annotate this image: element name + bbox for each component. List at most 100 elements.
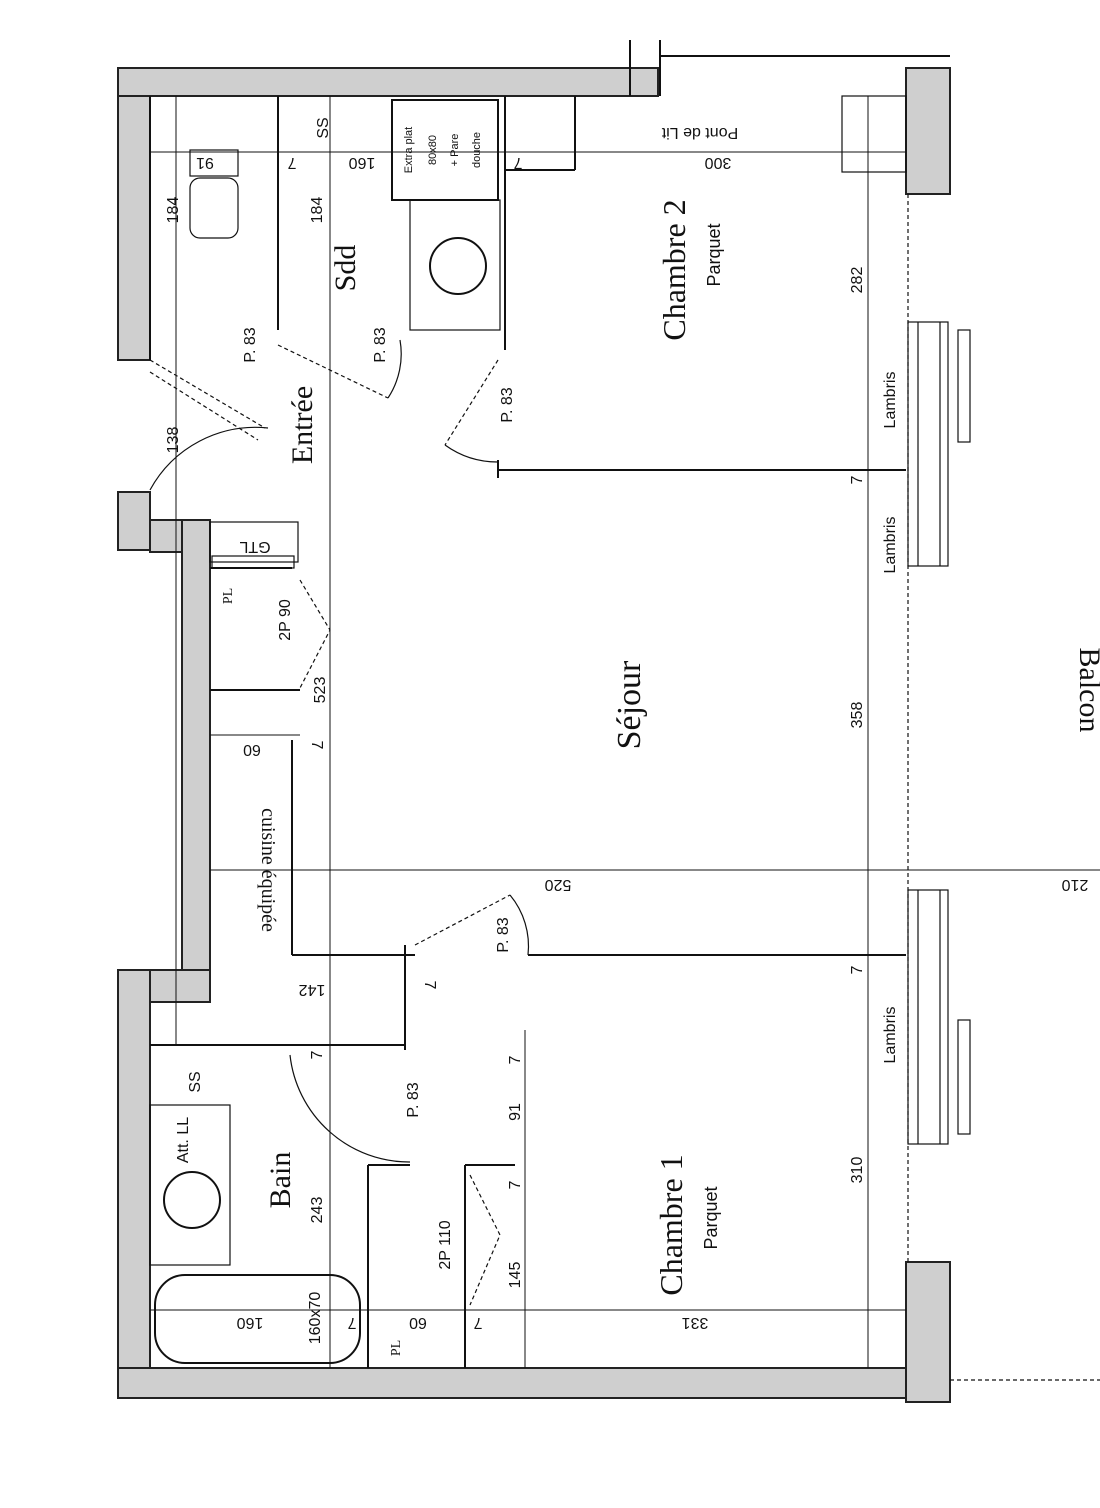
dim-7-e: 7 bbox=[421, 981, 438, 990]
dim-145: 145 bbox=[507, 1262, 524, 1289]
label-lambris-3: Lambris bbox=[882, 1007, 899, 1064]
door-label-placard: 2P 110 bbox=[437, 1220, 454, 1269]
window-chambre1 bbox=[907, 889, 949, 1145]
label-tub: 160x70 bbox=[307, 1292, 324, 1345]
chambre2-door-swing bbox=[444, 444, 499, 463]
door-label-closet: 2P 90 bbox=[277, 599, 294, 641]
chambre2-floor: Parquet bbox=[704, 223, 724, 286]
dim-184-wc: 184 bbox=[165, 197, 182, 224]
label-shower-3: + Pare bbox=[449, 134, 461, 167]
wall-bottom bbox=[117, 1367, 929, 1399]
chambre2-door-leaf bbox=[444, 359, 499, 446]
dim-282: 282 bbox=[849, 267, 866, 294]
label-shower-2: 80x80 bbox=[427, 135, 439, 165]
dim-7-j: 7 bbox=[347, 1314, 356, 1331]
wall-kitchen bbox=[181, 519, 211, 981]
sdd-vanity bbox=[409, 199, 501, 331]
dim-7-i: 7 bbox=[507, 1180, 524, 1189]
label-pont-de-lit: Pont de Lit bbox=[661, 124, 738, 141]
sdd-door-swing bbox=[387, 339, 402, 399]
dim-7-h: 7 bbox=[507, 1055, 524, 1064]
door-label-wc: P. 83 bbox=[242, 327, 259, 362]
label-pl-bottom: PL bbox=[389, 1340, 404, 1356]
sdd-door-leaf bbox=[277, 344, 389, 399]
dim-7-b: 7 bbox=[513, 154, 522, 171]
dim-184-sdd: 184 bbox=[309, 197, 326, 224]
dim-243: 243 bbox=[309, 1197, 326, 1224]
wall-left-lower bbox=[117, 969, 151, 1399]
dim-7-c: 7 bbox=[849, 475, 866, 484]
dim-7-k: 7 bbox=[473, 1314, 482, 1331]
label-pl-top: PL bbox=[221, 588, 236, 604]
chambre1-door-swing bbox=[509, 894, 530, 956]
dim-523: 523 bbox=[312, 677, 329, 704]
bain-vanity bbox=[149, 1104, 231, 1266]
chambre1-floor: Parquet bbox=[701, 1186, 721, 1249]
room-sejour: Séjour bbox=[611, 660, 648, 749]
annotation-labels: Lambris Lambris Lambris Pont de Lit GTL … bbox=[175, 117, 899, 1356]
wall-left-pillar bbox=[117, 491, 151, 551]
room-cuisine: cuisine équipée bbox=[257, 808, 279, 932]
dim-210: 210 bbox=[1062, 876, 1089, 893]
label-shower-4: douche bbox=[471, 132, 483, 168]
partitions bbox=[149, 96, 906, 1368]
label-att-ll: Att. LL bbox=[175, 1117, 192, 1163]
dim-310: 310 bbox=[849, 1157, 866, 1184]
window-chambre2 bbox=[907, 321, 949, 567]
dim-7-a: 7 bbox=[287, 154, 296, 171]
door-label-sdd: P. 83 bbox=[372, 327, 389, 362]
outer-walls bbox=[117, 40, 951, 1403]
sink-icon bbox=[429, 237, 487, 295]
room-sdd: Sdd bbox=[329, 245, 362, 292]
dimension-labels: 184 91 184 160 7 7 300 282 138 7 523 60 … bbox=[165, 154, 1088, 1331]
dim-91-wc: 91 bbox=[196, 154, 214, 171]
dim-91-c1: 91 bbox=[507, 1103, 524, 1121]
room-entree: Entrée bbox=[286, 386, 319, 464]
window-sill-1 bbox=[957, 329, 971, 443]
room-balcon: Balcon bbox=[1073, 648, 1100, 733]
facade-windows bbox=[907, 194, 1100, 1381]
gtl-hatch bbox=[211, 555, 295, 569]
label-ss-top: SS bbox=[315, 117, 332, 138]
wall-top bbox=[117, 67, 659, 97]
dimension-lines bbox=[150, 96, 1100, 1368]
room-bain: Bain bbox=[264, 1152, 297, 1209]
washbasin-icon bbox=[163, 1171, 221, 1229]
bathtub-icon bbox=[154, 1274, 361, 1364]
toilet-tank bbox=[189, 149, 239, 177]
door-label-chambre2: P. 83 bbox=[499, 387, 516, 422]
wall-right-bottom bbox=[905, 1261, 951, 1403]
fixtures bbox=[149, 95, 907, 1364]
chambre1-door-leaf bbox=[414, 894, 511, 946]
placard-door-2p110 bbox=[469, 1174, 501, 1306]
dim-60-kitchen: 60 bbox=[243, 741, 261, 758]
label-gtl: GTL bbox=[239, 538, 270, 555]
dim-142: 142 bbox=[299, 981, 326, 998]
entry-door-swing bbox=[149, 426, 269, 491]
dim-7-d: 7 bbox=[308, 741, 325, 750]
room-chambre1: Chambre 1 bbox=[653, 1154, 689, 1295]
door-label-chambre1: P. 83 bbox=[495, 917, 512, 952]
label-ss-bottom: SS bbox=[187, 1071, 204, 1092]
window-sill-2 bbox=[957, 1019, 971, 1135]
toilet-icon bbox=[189, 177, 239, 239]
dim-331: 331 bbox=[682, 1314, 709, 1331]
label-lambris-2: Lambris bbox=[882, 517, 899, 574]
dim-7-g: 7 bbox=[309, 1050, 326, 1059]
label-shower-1: Extra plat bbox=[403, 127, 415, 173]
dim-300: 300 bbox=[705, 154, 732, 171]
dim-138: 138 bbox=[165, 427, 182, 454]
closet-door-2p90 bbox=[299, 579, 331, 689]
dim-160-sdd: 160 bbox=[349, 154, 376, 171]
label-lambris-1: Lambris bbox=[882, 372, 899, 429]
gtl-box bbox=[209, 521, 299, 563]
dim-60-placard: 60 bbox=[409, 1314, 427, 1331]
pont-de-lit-box bbox=[841, 95, 907, 173]
room-chambre2: Chambre 2 bbox=[656, 199, 692, 340]
dim-160-bain: 160 bbox=[237, 1314, 264, 1331]
bain-door-swing bbox=[289, 1054, 411, 1163]
dim-520: 520 bbox=[545, 876, 572, 893]
wall-left-upper bbox=[117, 67, 151, 361]
dim-7-f: 7 bbox=[849, 965, 866, 974]
wall-right-top bbox=[905, 67, 951, 195]
